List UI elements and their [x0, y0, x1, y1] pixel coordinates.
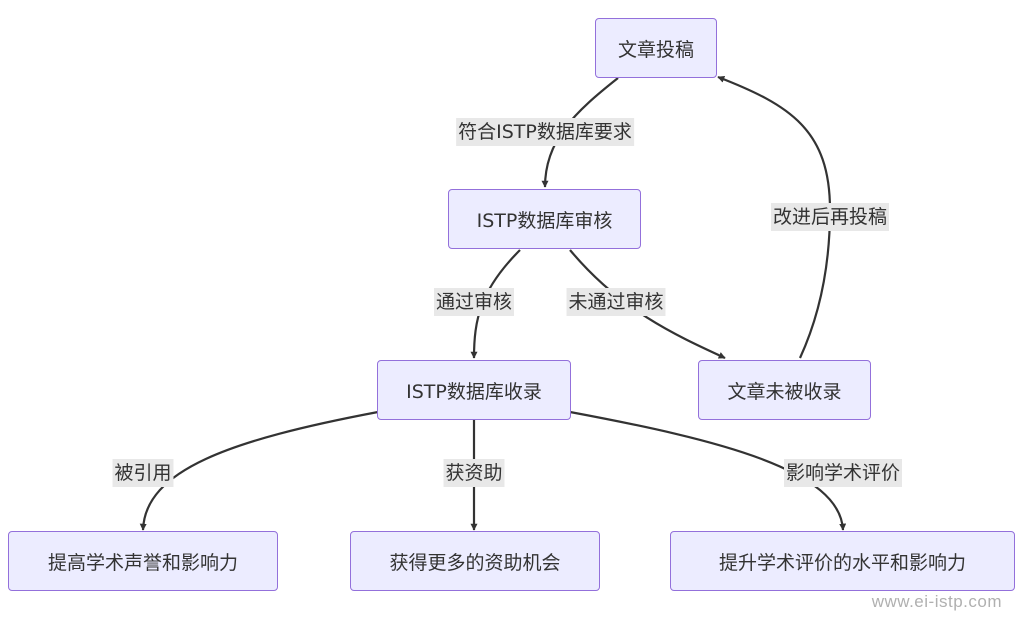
label-resubmit: 改进后再投稿 — [770, 203, 890, 231]
node-improve-reputation: 提高学术声誉和影响力 — [8, 531, 278, 591]
node-istp-indexed: ISTP数据库收录 — [377, 360, 571, 420]
node-not-indexed: 文章未被收录 — [698, 360, 871, 420]
watermark: www.ei-istp.com — [871, 592, 1002, 611]
label-cited: 被引用 — [112, 459, 174, 487]
edge-indexed-to-evaluation — [569, 410, 847, 531]
edge-indexed-to-reputation — [139, 410, 379, 531]
node-more-funding: 获得更多的资助机会 — [350, 531, 600, 591]
node-improve-evaluation: 提升学术评价的水平和影响力 — [670, 531, 1015, 591]
node-istp-review: ISTP数据库审核 — [448, 189, 641, 249]
label-meets-requirements: 符合ISTP数据库要求 — [456, 118, 634, 146]
label-influence-evaluation: 影响学术评价 — [783, 459, 903, 487]
label-funded: 获资助 — [443, 459, 505, 487]
label-passed-review: 通过审核 — [433, 288, 515, 316]
label-failed-review: 未通过审核 — [566, 288, 666, 316]
edge-review-to-rejected — [569, 249, 726, 359]
node-article-submission: 文章投稿 — [595, 18, 717, 78]
